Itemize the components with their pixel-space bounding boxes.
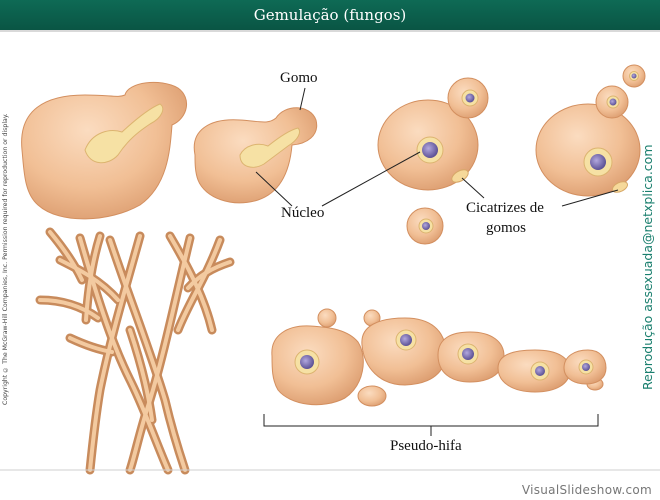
scars-label-line-2: gomos xyxy=(486,220,526,237)
scar-leader-line-1 xyxy=(462,178,484,198)
pseudohypha-label: Pseudo-hifa xyxy=(390,438,462,455)
budding-cell-stage-4 xyxy=(536,65,645,196)
scars-label-line-1: Cicatrizes de xyxy=(466,200,544,217)
hyphae-network xyxy=(40,232,230,470)
pseudohypha-chain xyxy=(272,309,606,406)
budding-cell-stage-3 xyxy=(378,78,488,190)
watermark: VisualSlideshow.com xyxy=(522,483,652,497)
nucleus-label: Núcleo xyxy=(281,205,324,222)
bud-label: Gomo xyxy=(280,70,318,87)
budding-cell-stage-1 xyxy=(22,82,187,219)
side-note: Reprodução assexuada@netxplica.com xyxy=(640,160,658,390)
daughter-cell xyxy=(407,208,443,244)
budding-cell-stage-2 xyxy=(194,108,316,203)
bud-leader-line xyxy=(300,88,305,110)
pseudohypha-bracket xyxy=(264,414,598,436)
